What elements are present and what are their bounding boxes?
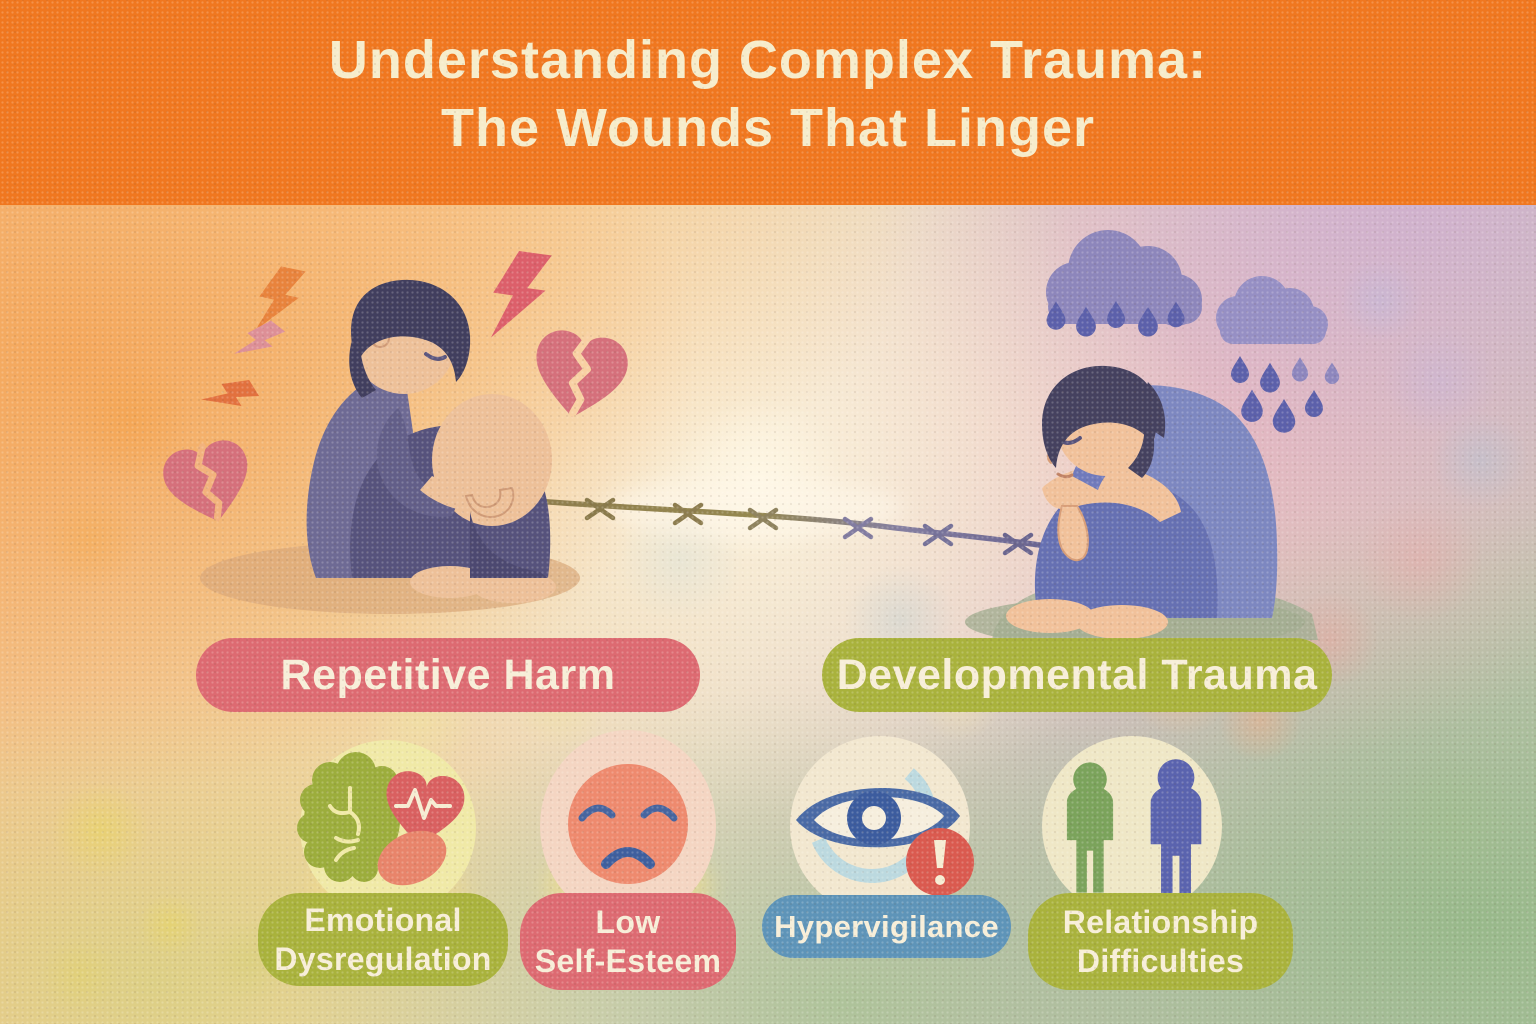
effect-label-line1: Relationship: [1062, 903, 1259, 940]
effect-label-line1: Emotional: [304, 901, 462, 938]
header-banner: Understanding Complex Trauma: The Wounds…: [0, 0, 1536, 205]
left-child-illustration: [200, 279, 580, 614]
effect-label-line1: Low: [595, 903, 661, 940]
page-title-line2: The Wounds That Linger: [441, 98, 1095, 158]
brain-heart-icon: [297, 752, 468, 886]
left-scene-label-pill: Repetitive Harm: [196, 638, 700, 712]
hypervigilance-icon-circle: [790, 736, 974, 916]
sad-face-icon: [568, 764, 688, 884]
alert-exclamation-icon: [906, 828, 974, 896]
broken-heart-icon: [526, 326, 632, 426]
effect-label-line2: Difficulties: [1076, 942, 1245, 979]
page-title-line1: Understanding Complex Trauma:: [328, 30, 1208, 90]
barbed-wire: [495, 478, 1073, 556]
effect-label-line1: Hypervigilance: [774, 909, 999, 944]
vigilant-eye-icon: [796, 753, 974, 896]
relationship-difficulties-icon-circle: [1042, 736, 1222, 916]
effect-pill-relationship-difficulties: Relationship Difficulties: [1028, 893, 1293, 990]
effect-label-line2: Self-Esteem: [534, 942, 722, 979]
right-child-illustration: [965, 365, 1318, 648]
raindrops: [1231, 356, 1340, 433]
effect-pill-emotional-dysregulation: Emotional Dysregulation: [258, 893, 508, 986]
effect-pill-hypervigilance: Hypervigilance: [762, 895, 1011, 958]
effect-pill-low-self-esteem: Low Self-Esteem: [520, 893, 736, 990]
rain-cloud-icon: [1046, 230, 1202, 337]
broken-heart-icon: [158, 435, 260, 532]
rain-cloud-icon: [1216, 276, 1340, 433]
effect-label-line2: Dysregulation: [274, 940, 492, 977]
right-scene-label: Developmental Trauma: [836, 650, 1318, 699]
left-scene-label: Repetitive Harm: [280, 650, 616, 699]
right-scene-label-pill: Developmental Trauma: [822, 638, 1332, 712]
